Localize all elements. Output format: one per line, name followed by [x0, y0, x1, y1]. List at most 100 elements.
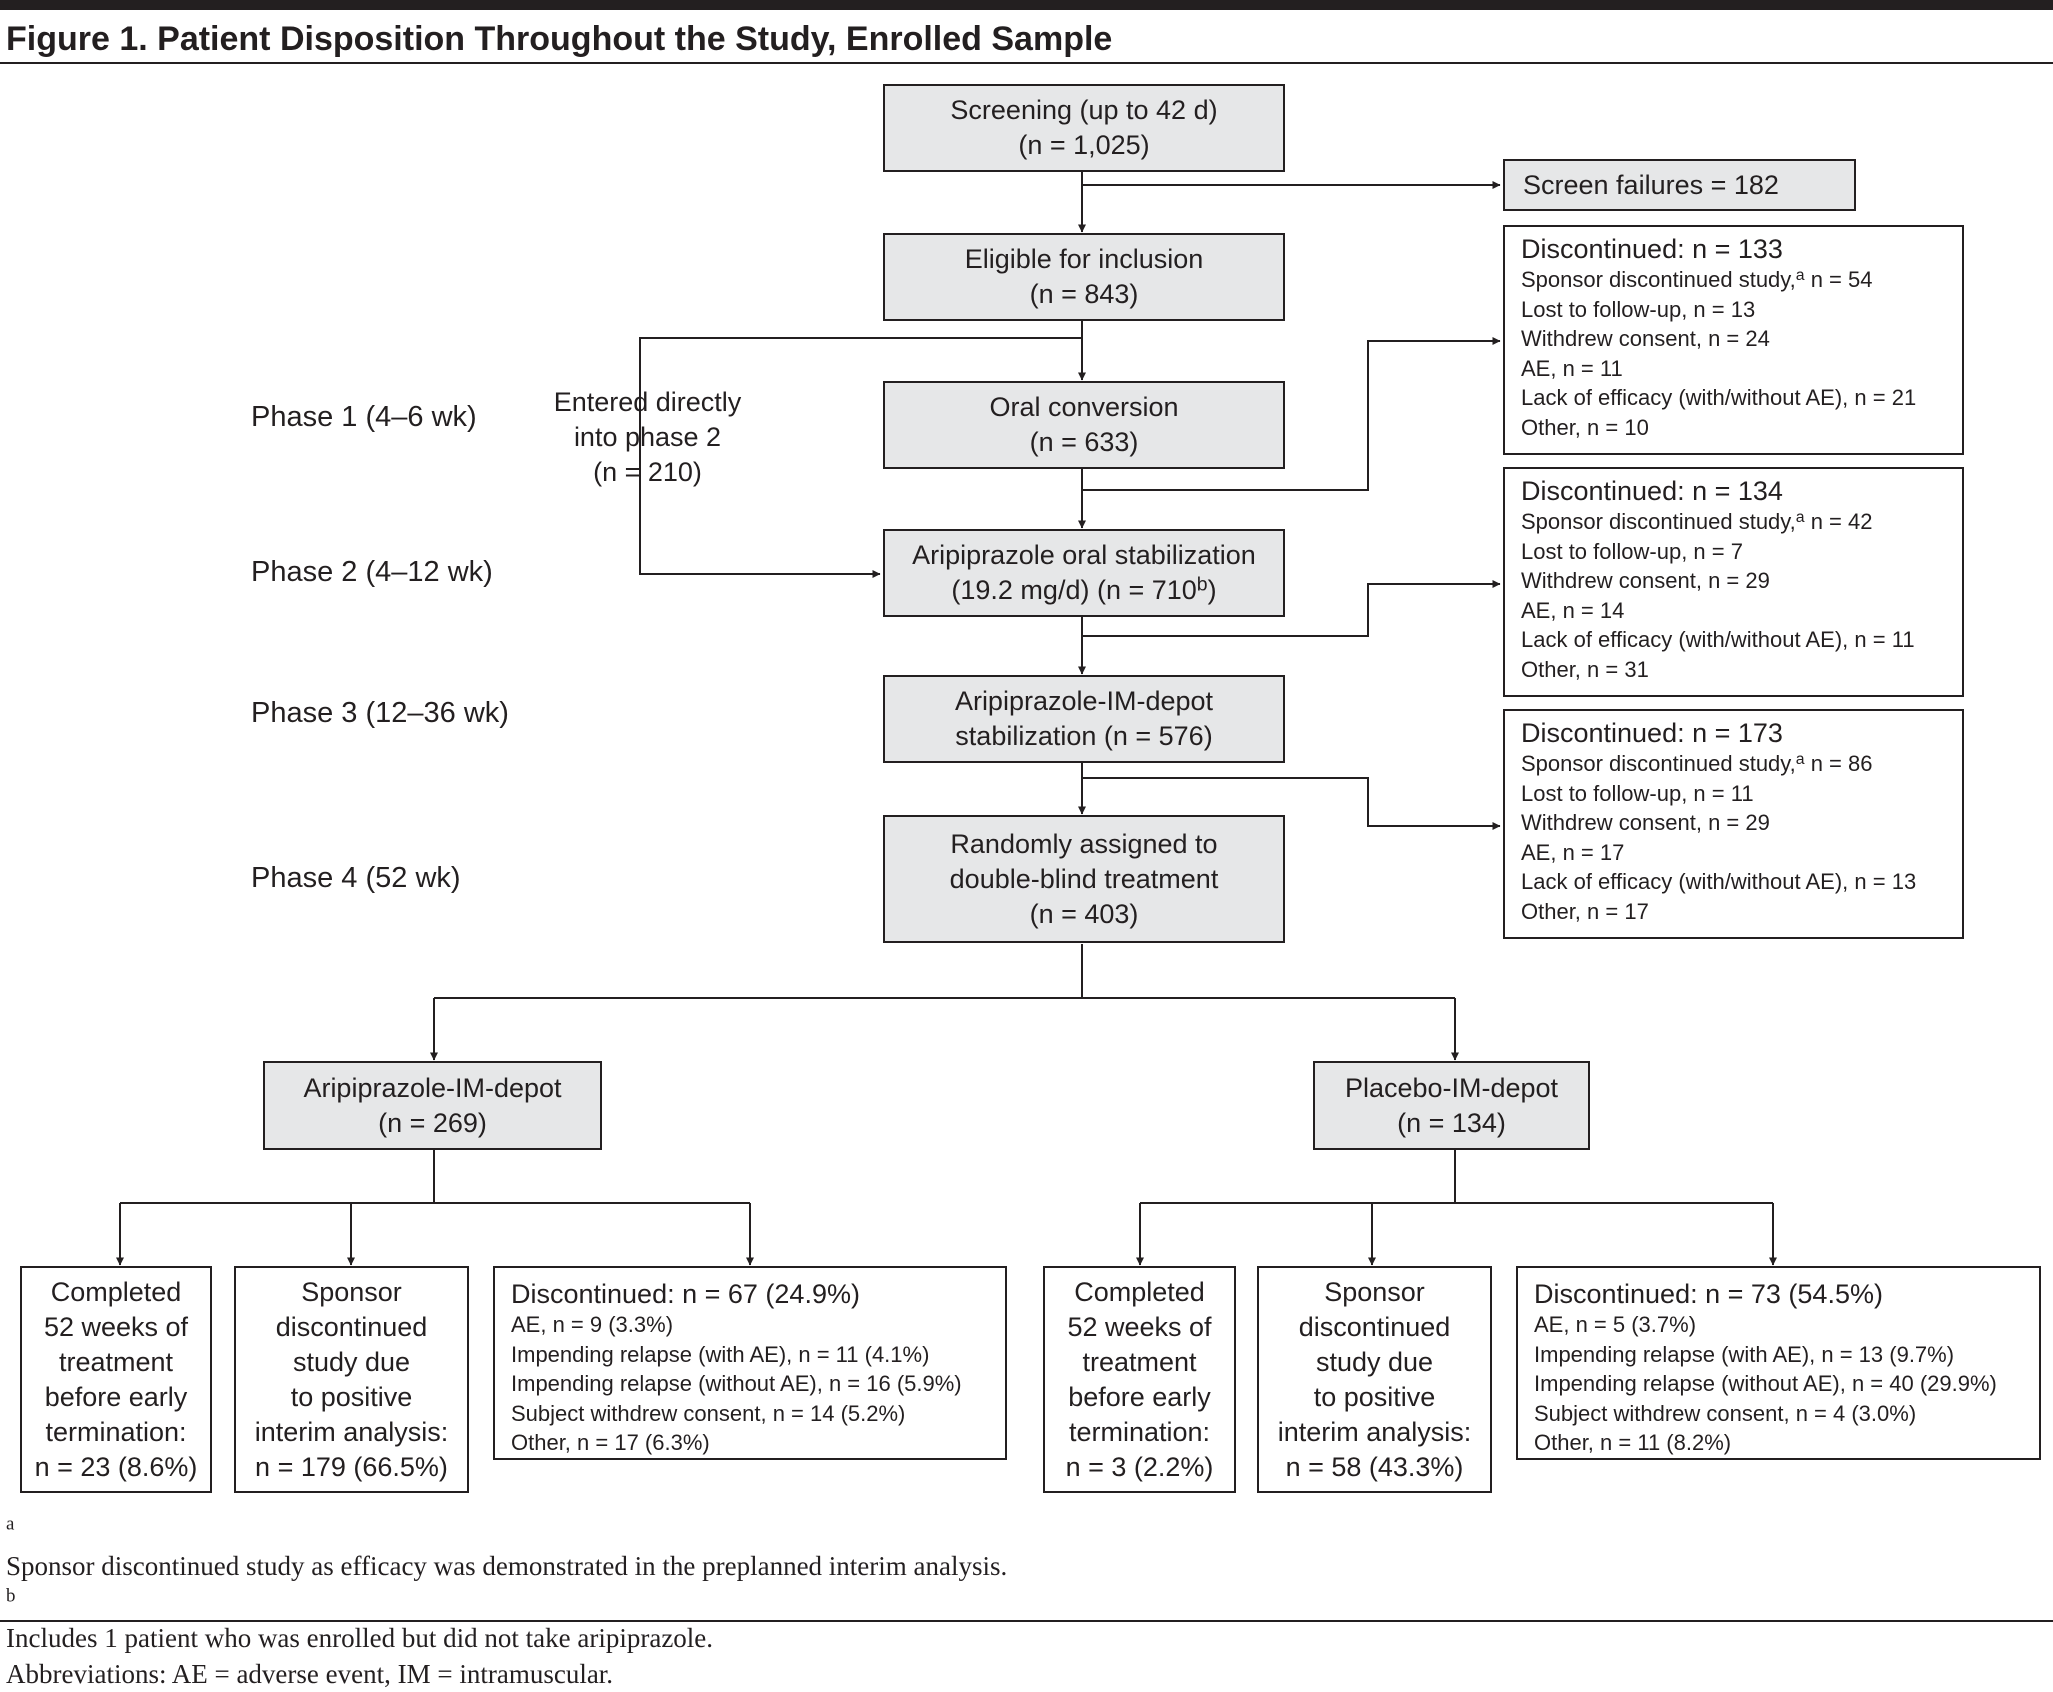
- footnote-a-marker: a: [1795, 750, 1805, 768]
- discontinued-sponsor-item: Sponsor discontinued study,a n = 42: [1521, 507, 1946, 537]
- arm2-sponsor-box: Sponsor discontinued study due to positi…: [1257, 1266, 1492, 1493]
- completed-line: treatment: [58, 1346, 174, 1377]
- arm-name: Placebo-IM-depot: [1344, 1072, 1559, 1103]
- oral-conversion-title: Oral conversion: [989, 392, 1179, 422]
- arm2-discontinued-box: Discontinued: n = 73 (54.5%) AE, n = 5 (…: [1516, 1266, 2041, 1460]
- eligible-box: Eligible for inclusion (n = 843): [883, 233, 1285, 321]
- completed-line: termination:: [1068, 1416, 1211, 1447]
- arm-count: (n = 134): [1397, 1107, 1506, 1138]
- discontinued-item: Withdrew consent, n = 29: [1521, 810, 1770, 835]
- completed-count: n = 3 (2.2%): [1065, 1451, 1214, 1482]
- randomized-title: Randomly assigned to: [950, 828, 1218, 859]
- discontinued-heading: Discontinued: n = 173: [1521, 718, 1783, 748]
- screening-title: Screening (up to 42 d): [950, 95, 1218, 125]
- discontinued-sponsor-item: Sponsor discontinued study,a n = 86: [1521, 749, 1946, 779]
- completed-line: treatment: [1082, 1346, 1197, 1377]
- sponsor-item-text: Sponsor discontinued study,: [1521, 509, 1796, 534]
- discontinued-heading: Discontinued: n = 73 (54.5%): [1534, 1279, 1883, 1309]
- discontinued-item: AE, n = 14: [1521, 597, 1625, 623]
- sponsor-line: study due: [292, 1346, 411, 1377]
- completed-line: before early: [1068, 1381, 1211, 1412]
- arm1-discontinued-box: Discontinued: n = 67 (24.9%) AE, n = 9 (…: [493, 1266, 1007, 1460]
- completed-line: 52 weeks of: [1067, 1311, 1212, 1342]
- arm-placebo-box: Placebo-IM-depot (n = 134): [1313, 1061, 1590, 1150]
- arm-name: Aripiprazole-IM-depot: [303, 1072, 562, 1103]
- discontinued-item: AE, n = 11: [1521, 355, 1623, 381]
- discontinued-item: AE, n = 9 (3.3%): [511, 1312, 674, 1337]
- discontinued-item: Impending relapse (without AE), n = 40 (…: [1534, 1371, 1997, 1396]
- completed-line: Completed: [1074, 1276, 1205, 1307]
- footnote-a-marker: a: [1795, 266, 1805, 284]
- figure-title: Figure 1. Patient Disposition Throughout…: [6, 20, 1113, 58]
- discontinued-item: Lack of efficacy (with/without AE), n = …: [1521, 627, 1915, 652]
- bottom-rule: [0, 1620, 2053, 1622]
- oral-conversion-box: Oral conversion (n = 633): [883, 381, 1285, 469]
- completed-count: n = 23 (8.6%): [34, 1451, 198, 1482]
- oral-stabilization-count: (19.2 mg/d) (n = 710b): [951, 573, 1216, 608]
- sponsor-line: to positive: [1313, 1381, 1436, 1412]
- phase-2-label: Phase 2 (4–12 wk): [251, 556, 493, 588]
- sponsor-item-count: n = 42: [1804, 509, 1873, 534]
- arm1-completed-box: Completed 52 weeks of treatment before e…: [20, 1266, 212, 1493]
- im-stabilization-box: Aripiprazole-IM-depot stabilization (n =…: [883, 675, 1285, 763]
- sponsor-line: study due: [1315, 1346, 1434, 1377]
- sponsor-item-count: n = 86: [1804, 751, 1873, 776]
- completed-line: before early: [44, 1381, 188, 1412]
- phase-3-label: Phase 3 (12–36 wk): [251, 697, 509, 729]
- discontinued-item: Impending relapse (with AE), n = 11 (4.1…: [511, 1341, 930, 1367]
- oral-stabilization-title: Aripiprazole oral stabilization: [912, 540, 1256, 570]
- discontinued-item: Lack of efficacy (with/without AE), n = …: [1521, 385, 1917, 410]
- completed-line: 52 weeks of: [43, 1311, 189, 1342]
- eligible-count: (n = 843): [1029, 279, 1139, 309]
- entered-directly-label: Entered directly into phase 2 (n = 210): [530, 385, 765, 490]
- discontinued-phase3-box: Discontinued: n = 173 Sponsor discontinu…: [1503, 709, 1964, 939]
- eligible-title: Eligible for inclusion: [964, 244, 1204, 274]
- phase-4-label: Phase 4 (52 wk): [251, 862, 461, 894]
- discontinued-item: Lost to follow-up, n = 13: [1521, 296, 1756, 322]
- sponsor-line: to positive: [290, 1381, 413, 1412]
- discontinued-item: Impending relapse (without AE), n = 16 (…: [511, 1371, 962, 1396]
- randomized-count: (n = 403): [1029, 898, 1139, 929]
- screening-box: Screening (up to 42 d) (n = 1,025): [883, 84, 1285, 172]
- footnote-a-mark: a: [6, 1513, 15, 1535]
- discontinued-heading: Discontinued: n = 134: [1521, 476, 1783, 506]
- discontinued-item: Lack of efficacy (with/without AE), n = …: [1521, 869, 1917, 894]
- oral-stabilization-box: Aripiprazole oral stabilization (19.2 mg…: [883, 529, 1285, 617]
- completed-line: Completed: [50, 1276, 182, 1307]
- title-rule: [0, 62, 2053, 64]
- sponsor-item-text: Sponsor discontinued study,: [1521, 751, 1796, 776]
- arm1-sponsor-box: Sponsor discontinued study due to positi…: [234, 1266, 469, 1493]
- arm-aripiprazole-box: Aripiprazole-IM-depot (n = 269): [263, 1061, 602, 1150]
- footnote-a-marker: a: [1795, 508, 1805, 526]
- oral-stabilization-count-text: (19.2 mg/d) (n = 710: [951, 575, 1197, 605]
- connector-lines: [116, 171, 1777, 1266]
- sponsor-count: n = 179 (66.5%): [255, 1451, 448, 1482]
- footnote-b-text: Includes 1 patient who was enrolled but …: [6, 1623, 714, 1653]
- arm2-completed-box: Completed 52 weeks of treatment before e…: [1043, 1266, 1236, 1493]
- screen-failures-text: Screen failures = 182: [1523, 169, 1779, 200]
- discontinued-item: Other, n = 17 (6.3%): [511, 1430, 710, 1455]
- abbreviations: Abbreviations: AE = adverse event, IM = …: [6, 1659, 614, 1689]
- entered-directly-line: (n = 210): [593, 457, 702, 487]
- arm-count: (n = 269): [378, 1107, 487, 1138]
- sponsor-line: Sponsor: [1324, 1276, 1425, 1307]
- sponsor-count: n = 58 (43.3%): [1285, 1451, 1464, 1482]
- top-rule: [0, 0, 2053, 10]
- sponsor-line: discontinued: [275, 1311, 428, 1342]
- phase-1-label: Phase 1 (4–6 wk): [251, 401, 477, 433]
- randomized-box: Randomly assigned to double-blind treatm…: [883, 815, 1285, 943]
- sponsor-item-text: Sponsor discontinued study,: [1521, 267, 1796, 292]
- randomized-subtitle: double-blind treatment: [949, 863, 1219, 894]
- sponsor-item-count: n = 54: [1804, 267, 1873, 292]
- im-stabilization-title: Aripiprazole-IM-depot: [954, 686, 1214, 716]
- discontinued-item: Withdrew consent, n = 29: [1521, 568, 1770, 593]
- sponsor-line: interim analysis:: [254, 1416, 449, 1447]
- discontinued-phase2-box: Discontinued: n = 134 Sponsor discontinu…: [1503, 467, 1964, 697]
- discontinued-item: Other, n = 10: [1521, 414, 1649, 440]
- discontinued-item: Withdrew consent, n = 24: [1521, 326, 1770, 351]
- discontinued-item: Lost to follow-up, n = 11: [1521, 780, 1754, 806]
- footnote-b-mark: b: [6, 1585, 16, 1607]
- discontinued-item: Subject withdrew consent, n = 4 (3.0%): [1534, 1400, 1917, 1426]
- discontinued-item: Impending relapse (with AE), n = 13 (9.7…: [1534, 1341, 1955, 1367]
